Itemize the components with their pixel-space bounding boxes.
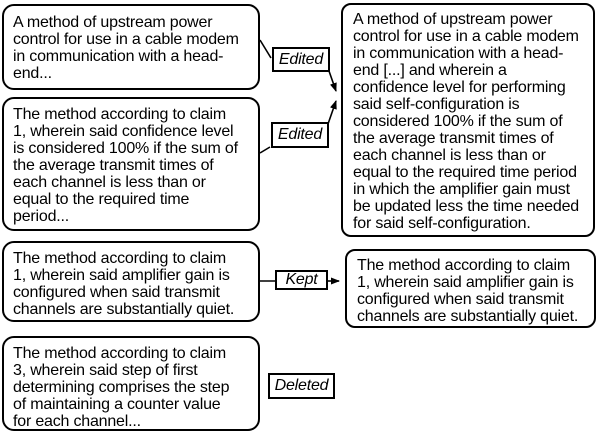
source-claim-box-2: The method according to claim 1, wherein… (2, 97, 260, 231)
source-claim-text-3: The method according to claim 1, wherein… (13, 250, 235, 318)
source-claim-box-4: The method according to claim 3, wherein… (2, 336, 260, 431)
merged-claim-box: A method of upstream power control for u… (341, 3, 595, 237)
kept-claim-text: The method according to claim 1, wherein… (357, 257, 579, 325)
deleted-label: Deleted (268, 373, 335, 399)
edited-label-2: Edited (271, 122, 329, 148)
source-claim-box-1: A method of upstream power control for u… (2, 4, 260, 90)
edited-label-1: Edited (272, 47, 330, 72)
source-claim-text-1: A method of upstream power control for u… (13, 14, 239, 82)
merged-claim-text: A method of upstream power control for u… (353, 11, 579, 232)
kept-claim-box: The method according to claim 1, wherein… (345, 249, 596, 328)
source-claim-text-2: The method according to claim 1, wherein… (13, 106, 238, 225)
kept-label: Kept (275, 270, 328, 290)
source-claim-box-3: The method according to claim 1, wherein… (2, 241, 260, 322)
source-claim-text-4: The method according to claim 3, wherein… (13, 345, 230, 430)
